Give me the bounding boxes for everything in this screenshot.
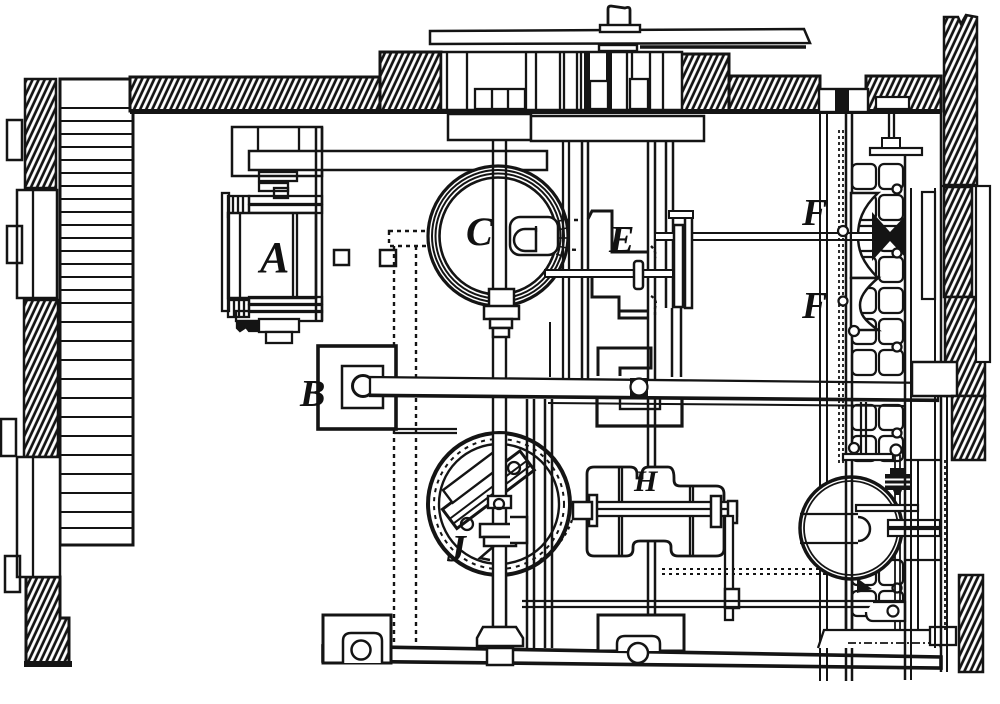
- svg-text:J: J: [446, 528, 467, 570]
- svg-text:A: A: [257, 233, 289, 282]
- svg-text:F: F: [801, 192, 827, 234]
- svg-text:C: C: [466, 209, 494, 254]
- svg-text:E: E: [608, 219, 634, 261]
- svg-text:F: F: [801, 285, 827, 327]
- svg-text:B: B: [299, 373, 325, 415]
- svg-text:H: H: [633, 465, 659, 498]
